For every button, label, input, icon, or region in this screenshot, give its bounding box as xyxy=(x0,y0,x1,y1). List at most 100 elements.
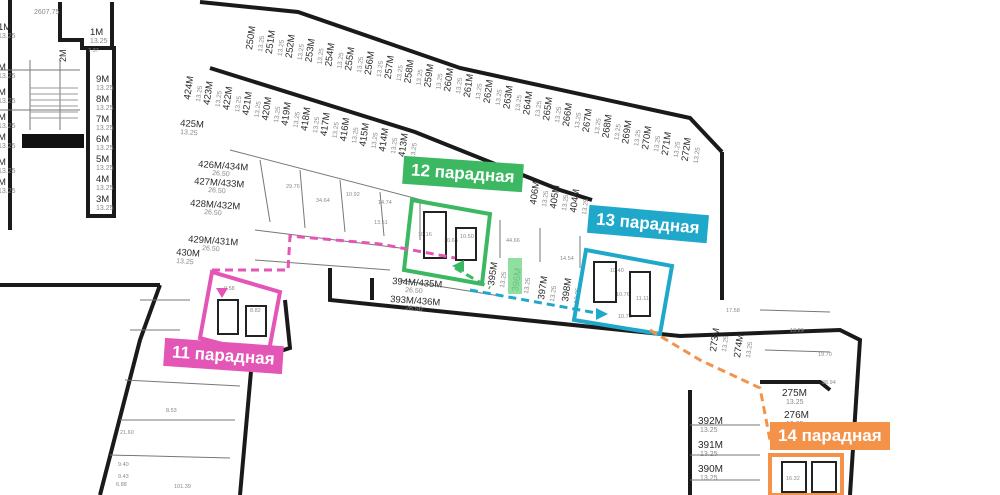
unit-area: 13.25 xyxy=(693,146,702,163)
unit-area: 13.25 xyxy=(475,83,484,100)
unit-label: 275M xyxy=(782,388,807,399)
unit-area: 13.25 xyxy=(195,85,204,102)
unit-label: 430M xyxy=(176,247,201,260)
unit-area: 13.25 xyxy=(332,121,341,138)
unit-label: 265M xyxy=(541,96,555,121)
room-area: 38.94 xyxy=(822,380,836,386)
unit-label: 269M xyxy=(620,119,634,144)
unit-label: 424M xyxy=(182,75,196,100)
unit-label: 416M xyxy=(338,117,352,142)
unit-label: 5M xyxy=(96,154,109,165)
room-area: 10.76 xyxy=(616,292,630,298)
unit-area: 13.25 xyxy=(293,111,302,128)
arrow-teal xyxy=(596,308,608,320)
unit-label: 419M xyxy=(280,101,294,126)
unit-label: 6M xyxy=(96,134,109,145)
unit-area: 13.25 xyxy=(495,88,504,105)
middle-row-units: 424M13.25423M13.25422M13.25421M13.25420M… xyxy=(182,75,419,159)
black-stripe xyxy=(22,134,84,148)
unit-label: 273M xyxy=(708,327,722,352)
room-area: 14.54 xyxy=(560,256,574,262)
unit-area: 13.25 xyxy=(534,100,543,117)
entrance-14-badge: 14 парадная xyxy=(770,422,890,450)
unit-area: 13.25 xyxy=(176,258,194,266)
unit-label: 390M xyxy=(698,464,723,475)
unit-label: 252M xyxy=(284,34,298,59)
unit-area: 13.25 xyxy=(390,137,399,154)
unit-area: 13.25 xyxy=(371,132,380,149)
unit-label: 417M xyxy=(319,112,333,137)
unit-label: 413M xyxy=(397,132,411,157)
unit-label: 9M xyxy=(96,74,109,85)
unit-label: M xyxy=(0,112,6,123)
unit-label: 258M xyxy=(402,59,416,84)
unit-area: 26.50 xyxy=(405,305,423,313)
room-area: 101.39 xyxy=(174,484,191,490)
unit-area: 13.25 xyxy=(745,341,754,358)
unit-area: 13.25 xyxy=(0,168,16,175)
unit-area: 13.25 xyxy=(633,129,642,146)
unit-area: 13.25 xyxy=(96,125,114,132)
unit-label: 421M xyxy=(241,91,255,116)
unit-label: M xyxy=(0,87,6,98)
room-area: 34.64 xyxy=(316,198,330,204)
unit-label: 423M xyxy=(202,80,216,105)
unit-label: 393M/436M xyxy=(390,294,441,308)
unit-area: 26.50 xyxy=(208,187,226,195)
unit-label: 251M xyxy=(264,29,278,54)
unit-label: 429M/431M xyxy=(188,234,239,248)
entrance-13-frame xyxy=(571,247,675,337)
room-area: 17.58 xyxy=(726,308,740,314)
unit-label: 256M xyxy=(363,50,377,75)
route-green xyxy=(454,266,491,290)
unit-area: 13.25 xyxy=(700,475,718,482)
left-edge-units: 1M13.25M13.25M13.25M13.25M13.25M13.25M13… xyxy=(0,22,16,195)
unit-area: 13.25 xyxy=(254,100,263,117)
unit-area: 13.25 xyxy=(410,142,419,159)
unit-label: 253M xyxy=(303,38,317,63)
unit-area: 13.25 xyxy=(376,60,385,77)
room-area: 13.51 xyxy=(374,220,388,226)
unit-area: 13.25 xyxy=(316,47,325,64)
room-area: 8.53 xyxy=(166,408,177,414)
unit-area: 13.25 xyxy=(96,205,114,212)
left-block-units: 425M13.25426M/434M26.50427M/433M26.50428… xyxy=(176,118,249,266)
unit-label: 3M xyxy=(96,194,109,205)
unit-area: 13.25 xyxy=(336,52,345,69)
unit-area: 13.25 xyxy=(523,277,532,294)
unit-label: 406M xyxy=(528,180,542,205)
unit-label: M xyxy=(0,62,6,73)
unit-area: 13.25 xyxy=(514,94,523,111)
unit-area: 13.25 xyxy=(0,98,16,105)
unit-area: 13.25 xyxy=(700,451,718,458)
unit-label: 263M xyxy=(501,85,515,110)
unit-area: 26.50 xyxy=(405,287,423,295)
room-area: 10.50 xyxy=(460,234,474,240)
unit-label: 415M xyxy=(358,122,372,147)
room-area: 11.11 xyxy=(636,296,649,302)
unit-area: 13.25 xyxy=(613,123,622,140)
room-areas: 29.7634.6410.9214.7413.5110.1610.6610.50… xyxy=(88,48,836,490)
unit-area: 13.25 xyxy=(234,95,243,112)
unit-area: 13.25 xyxy=(549,285,558,302)
top-row-units: 250M13.25251M13.25252M13.25253M13.25254M… xyxy=(244,25,702,164)
unit-label: M xyxy=(0,177,6,188)
unit-label: 4M xyxy=(96,174,109,185)
unit-label: 391M xyxy=(698,440,723,451)
unit-label: 257M xyxy=(383,55,397,80)
unit-area: 13.25 xyxy=(455,77,464,94)
unit-area: 13.25 xyxy=(653,135,662,152)
unit-label: 276M xyxy=(784,410,809,421)
unit-area: 13.25 xyxy=(277,39,286,56)
unit-396m-highlight xyxy=(508,258,522,294)
unit-area: 13.25 xyxy=(673,141,682,158)
room-area: 9.40 xyxy=(118,462,129,468)
arrow-green xyxy=(452,260,464,272)
routes xyxy=(212,234,772,441)
unit-area: 13.25 xyxy=(574,112,583,129)
staircase xyxy=(30,87,78,119)
route-arrows xyxy=(216,260,608,320)
unit-label: 425M xyxy=(180,118,205,131)
